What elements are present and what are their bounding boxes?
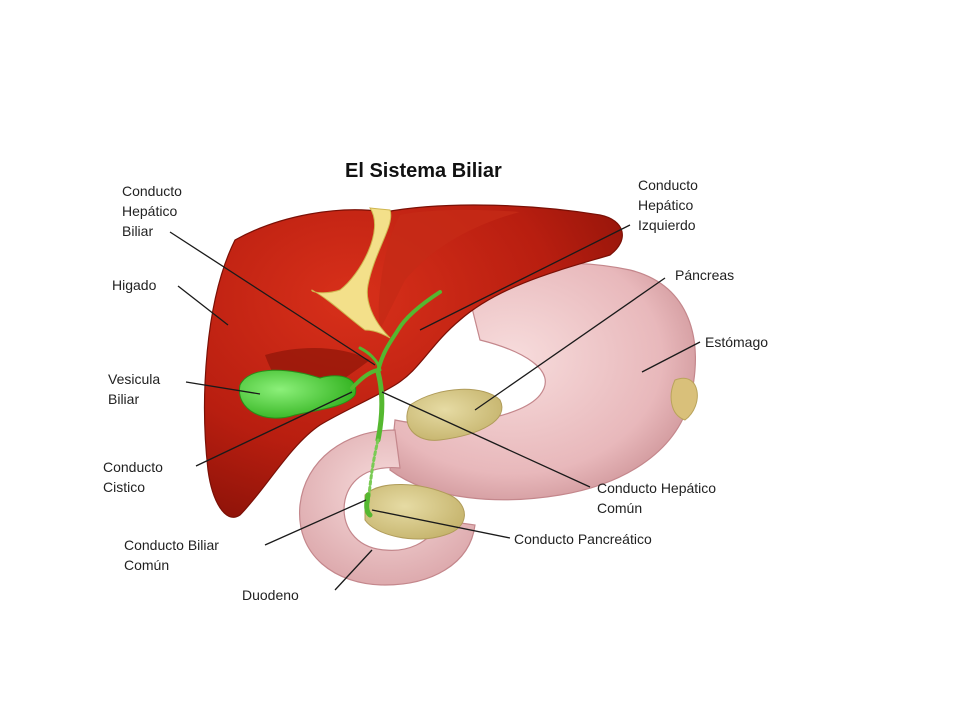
stomach bbox=[389, 262, 698, 501]
leader-vesicula-biliar bbox=[185, 381, 261, 395]
leader-conducto-hepatico-izquierdo bbox=[419, 224, 631, 331]
leader-pancreas bbox=[474, 277, 666, 411]
pancreas bbox=[364, 388, 503, 540]
label-conducto-hepatico-comun: Conducto Hepático Común bbox=[597, 480, 717, 516]
label-pancreas: Páncreas bbox=[675, 267, 735, 283]
label-estomago: Estómago bbox=[705, 334, 769, 350]
bile-ducts bbox=[350, 290, 442, 518]
gallbladder bbox=[239, 369, 357, 419]
label-higado: Higado bbox=[112, 277, 157, 293]
leader-conducto-hepatico-biliar bbox=[169, 231, 376, 366]
label-conducto-pancreatico: Conducto Pancreático bbox=[514, 531, 652, 547]
leader-higado bbox=[177, 285, 229, 326]
label-duodeno: Duodeno bbox=[242, 587, 299, 603]
duodenum bbox=[299, 429, 476, 586]
leader-estomago bbox=[641, 341, 701, 373]
leader-conducto-biliar-comun bbox=[264, 499, 367, 546]
label-vesicula-biliar: Vesicula Biliar bbox=[108, 371, 161, 407]
label-conducto-hepatico-biliar: Conducto Hepático Biliar bbox=[122, 183, 182, 239]
leader-conducto-cistico bbox=[195, 391, 353, 467]
leader-lines bbox=[169, 224, 701, 591]
leader-duodeno bbox=[334, 549, 373, 591]
leader-conducto-hepatico-comun bbox=[381, 391, 591, 488]
label-conducto-cistico: Conducto Cistico bbox=[103, 459, 163, 495]
label-conducto-hepatico-izquierdo: Conducto Hepático Izquierdo bbox=[638, 177, 698, 233]
label-conducto-biliar-comun: Conducto Biliar Común bbox=[124, 537, 219, 573]
leader-conducto-pancreatico bbox=[371, 509, 511, 539]
diagram-title: El Sistema Biliar bbox=[345, 160, 502, 182]
